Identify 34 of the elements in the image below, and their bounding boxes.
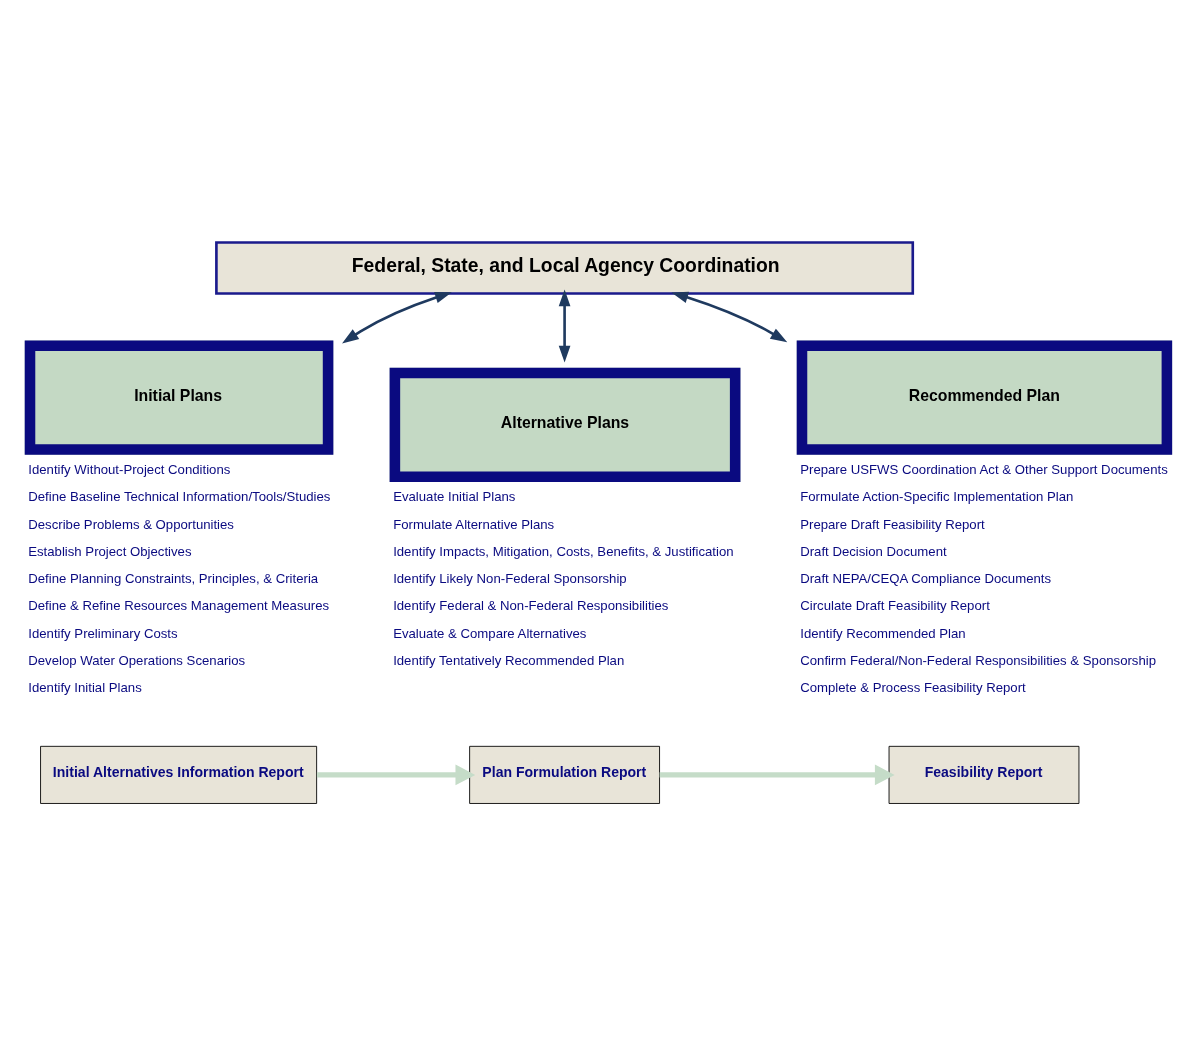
node-box: Initial Alternatives Information Report — [40, 745, 318, 804]
node-label: Formulate Action-Specific Implementation Plan — [800, 488, 1074, 504]
arrow — [671, 291, 788, 342]
arrow — [316, 764, 476, 785]
node-label: Identify Without-Project Conditions — [28, 461, 231, 477]
node-label: Develop Water Operations Scenarios — [28, 652, 246, 668]
node-label: Prepare USFWS Coordination Act & Other Support Documents — [800, 461, 1168, 477]
node-label: Establish Project Objectives — [28, 543, 192, 559]
node-label: Define Planning Constraints, Principles, & Criteria — [28, 570, 319, 586]
node-label: Circulate Draft Feasibility Report — [800, 597, 990, 613]
node-label: Evaluate Initial Plans — [393, 488, 516, 504]
arrow — [558, 289, 571, 363]
node-label: Identify Impacts, Mitigation, Costs, Benefits, & Justification — [393, 543, 734, 559]
arrow — [342, 291, 452, 343]
node-label: Complete & Process Feasibility Report — [800, 679, 1026, 695]
node-label: Identify Recommended Plan — [800, 625, 966, 641]
node-box: Feasibility Report — [888, 745, 1080, 804]
node-label: Identify Federal & Non-Federal Responsibilities — [393, 597, 669, 613]
node-label: Confirm Federal/Non-Federal Responsibilities & Sponsorship — [800, 652, 1157, 668]
node-box: Plan Formulation Report — [469, 745, 660, 804]
node-label: Define & Refine Resources Management Measures — [28, 597, 330, 613]
node-label: Identify Preliminary Costs — [28, 625, 178, 641]
node-label: Draft Decision Document — [800, 543, 947, 559]
node-label: Evaluate & Compare Alternatives — [393, 625, 587, 641]
node-box: Federal, State, and Local Agency Coordination — [215, 240, 915, 295]
node-label: Identify Tentatively Recommended Plan — [393, 652, 625, 668]
node-label: Describe Problems & Opportunities — [28, 516, 234, 532]
node-label: Formulate Alternative Plans — [393, 516, 555, 532]
node-label: Identify Likely Non-Federal Sponsorship — [393, 570, 627, 586]
node-label: Draft NEPA/CEQA Compliance Documents — [800, 570, 1052, 586]
arrow — [659, 764, 895, 785]
node-label: Identify Initial Plans — [28, 679, 142, 695]
node-label: Define Baseline Technical Information/Tools/Studies — [28, 488, 331, 504]
node-label: Prepare Draft Feasibility Report — [800, 516, 985, 532]
